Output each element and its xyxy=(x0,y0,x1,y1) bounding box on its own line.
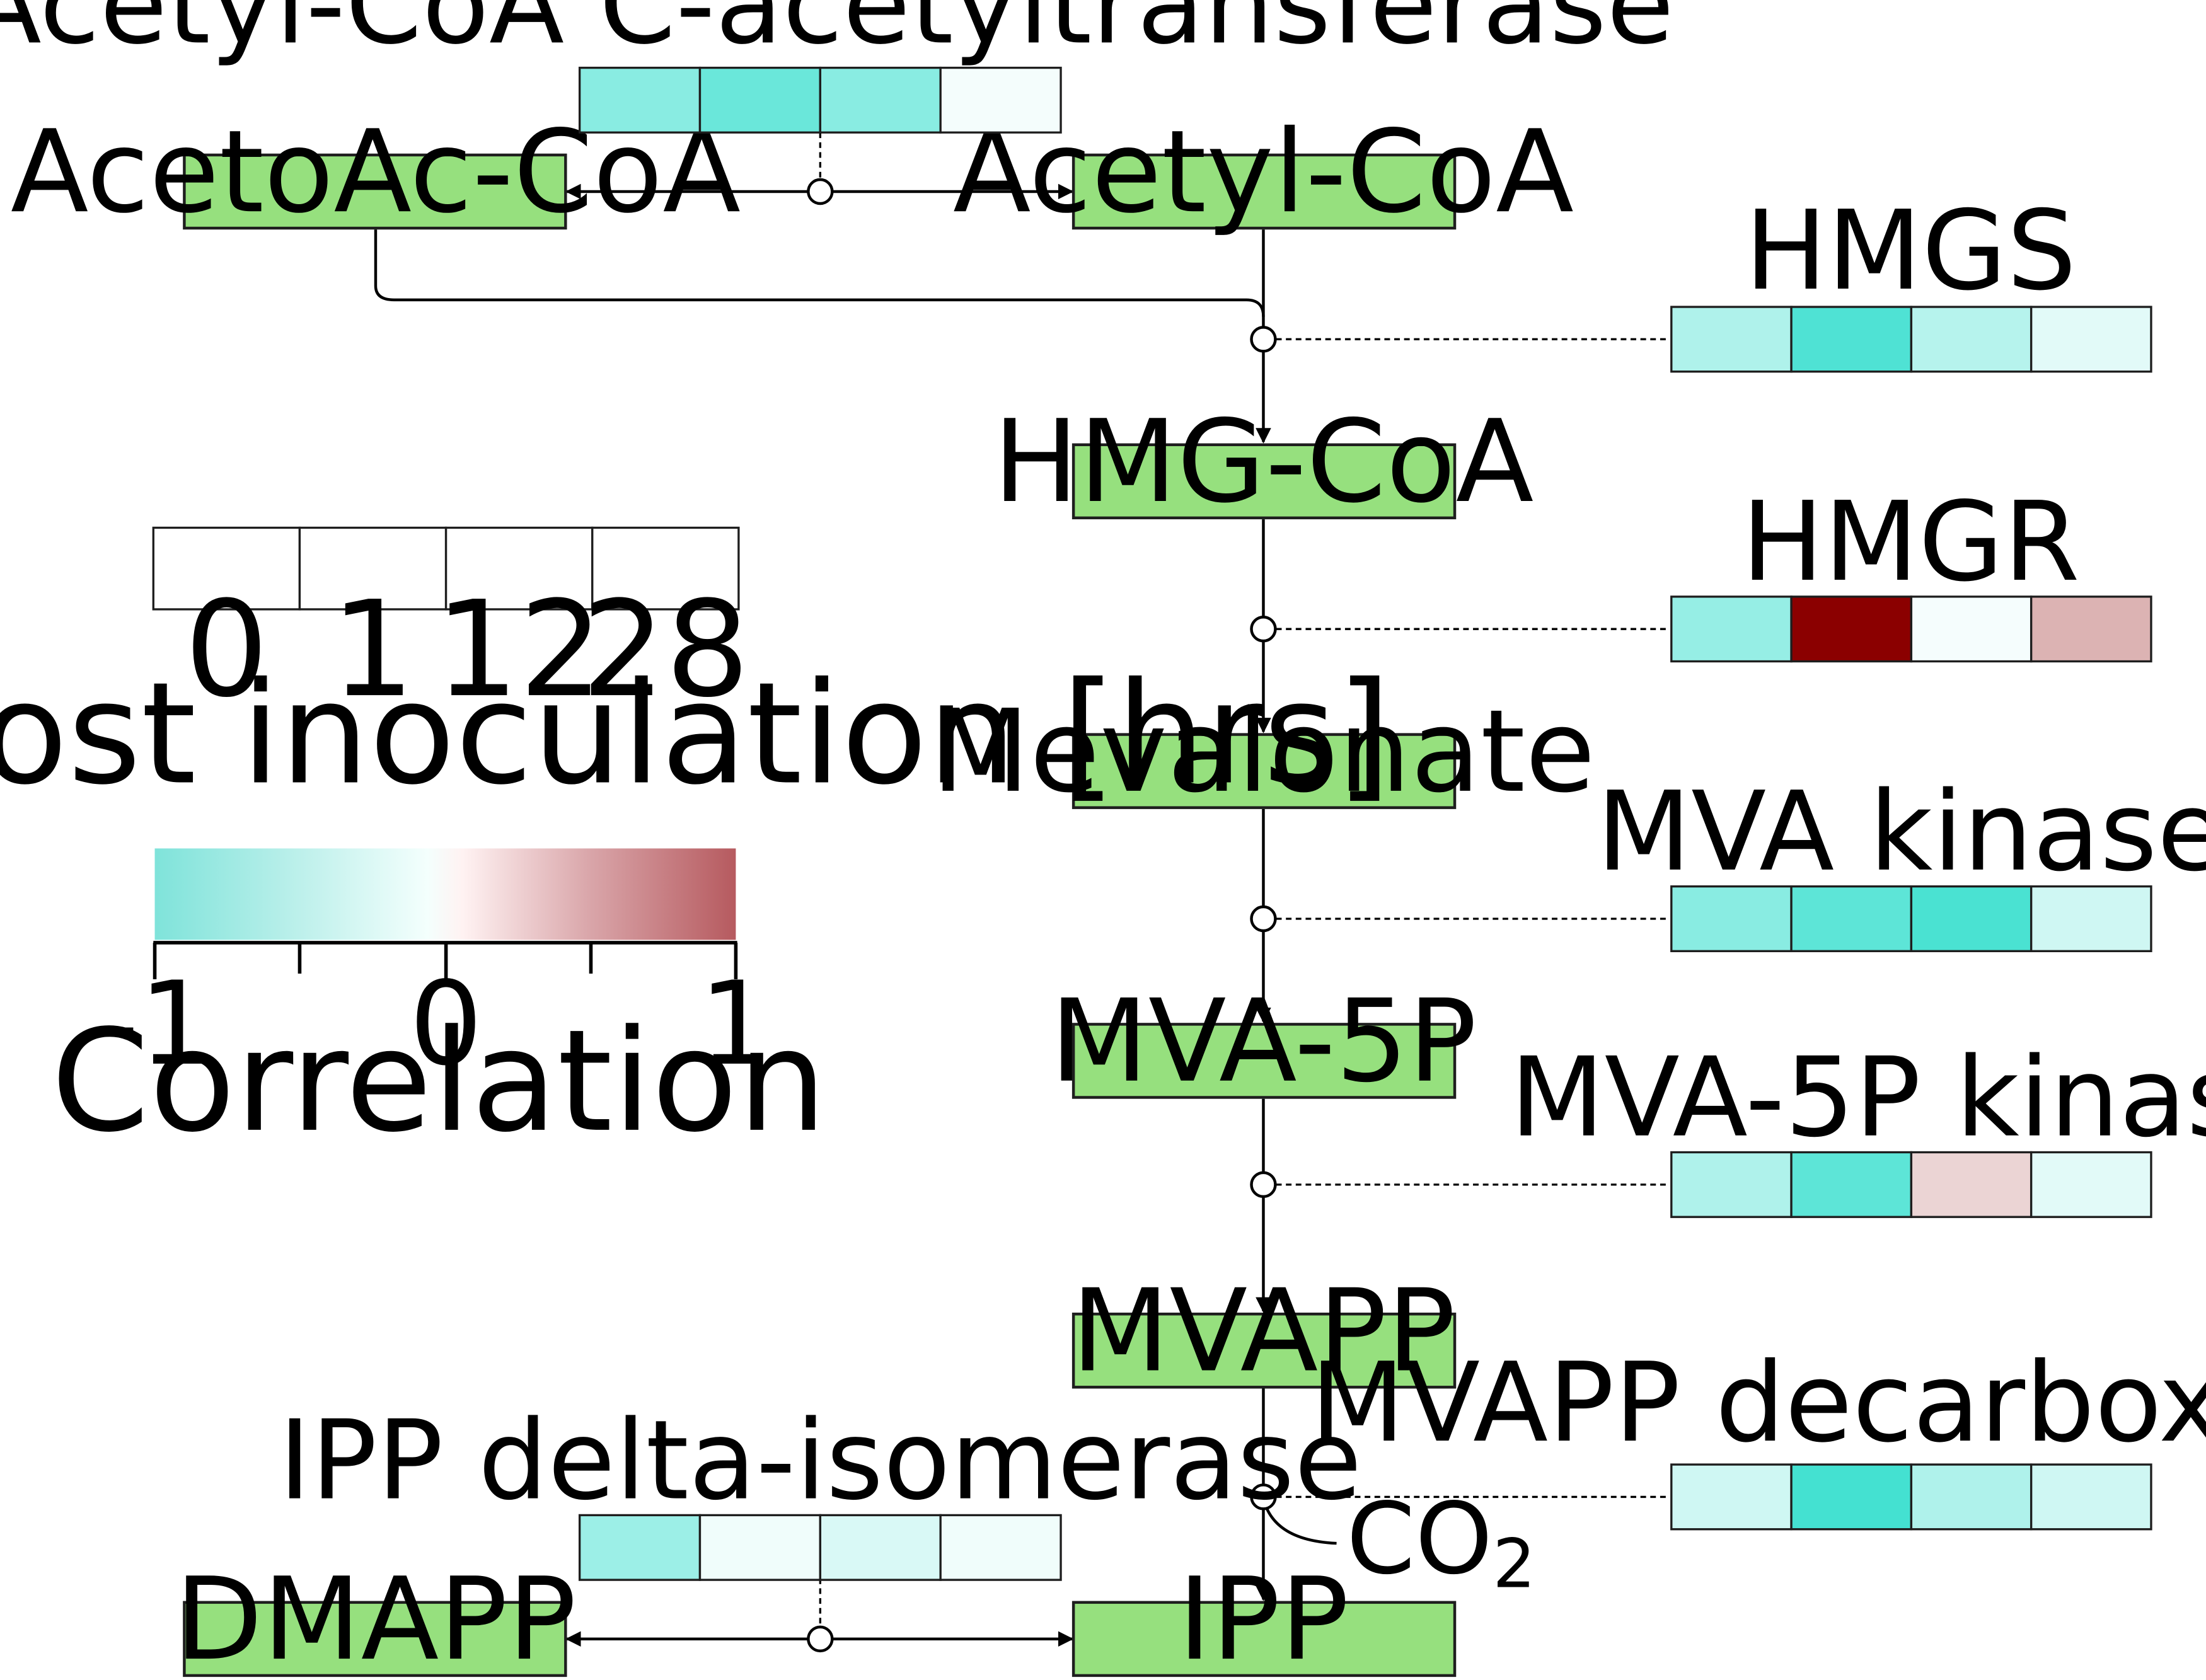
time-legend-cell-2 xyxy=(444,526,594,611)
metabolite-label: Mevalonate xyxy=(932,685,1595,818)
metabolite-label: HMG-CoA xyxy=(993,395,1534,528)
metabolite-dmapp: DMAPP xyxy=(175,1553,577,1680)
heatmap-cell-hmgs-1 xyxy=(1790,306,1913,373)
heatmap-cell-mva_kinase-0 xyxy=(1670,885,1793,953)
reaction-node-mvapp-decarboxylase xyxy=(1250,1483,1277,1510)
heatmap-cell-ipp_isomerase-3 xyxy=(939,1514,1062,1581)
correlation-color-bar xyxy=(154,848,736,940)
reaction-node-ipp-isomerase xyxy=(807,1625,834,1653)
heatmap-cell-ipp_isomerase-1 xyxy=(698,1514,822,1581)
reaction-node-mva5p-kinase xyxy=(1250,1171,1277,1199)
time-point-label: 28 xyxy=(581,573,749,727)
metabolite-mva-5p: MVA-5P xyxy=(1050,975,1477,1108)
heatmap-cell-mva5p_kinase-0 xyxy=(1670,1151,1793,1218)
reaction-acetoac-to-hmg xyxy=(374,229,1265,317)
heatmap-cell-ipp_isomerase-0 xyxy=(578,1514,702,1581)
pathway-connections xyxy=(374,132,1670,1647)
scale-tick-label: 1 xyxy=(699,957,772,1091)
time-point-label: 1 xyxy=(331,573,415,727)
time-legend-title: Time post inoculation [hrs] xyxy=(0,652,1392,815)
heatmap-cell-hmgr-0 xyxy=(1670,595,1793,663)
enzyme-label: HMGS xyxy=(1745,187,2077,315)
heatmap-cell-mvapp_decarboxylase-1 xyxy=(1790,1463,1913,1531)
heatmap-cell-acat-2 xyxy=(819,66,942,134)
heatmap-cell-acat-0 xyxy=(578,66,702,134)
metabolite-label: MVA-5P xyxy=(1050,975,1477,1108)
co2-subscript: 2 xyxy=(1493,1525,1535,1603)
heatmap-cell-mva5p_kinase-1 xyxy=(1790,1151,1913,1218)
enzyme-heatmap-mva-kinase: MVA kinase xyxy=(1597,768,2206,953)
metabolite-label: IPP xyxy=(1178,1553,1349,1680)
co2-text: CO xyxy=(1346,1482,1493,1596)
enzyme-label: IPP delta-isomerase xyxy=(279,1397,1362,1525)
heatmap-cell-mva_kinase-3 xyxy=(2030,885,2152,953)
enzyme-label: Acetyl-CoA C-acetyltransferase xyxy=(0,0,1674,69)
enzyme-label: MVA kinase xyxy=(1597,768,2206,896)
co2-label: CO2 xyxy=(1346,1482,1535,1603)
enzyme-label: MVA-5P kinase xyxy=(1510,1034,2206,1162)
heatmap-cell-ipp_isomerase-2 xyxy=(819,1514,942,1581)
scale-tick-label: 0 xyxy=(409,957,482,1091)
time-point-label: 0 xyxy=(185,573,269,727)
enzyme-label: MVAPP decarboxylase xyxy=(1310,1339,2206,1467)
metabolite-label: MVAPP xyxy=(1071,1265,1456,1398)
correlation-legend: -1 0 1 Correlation xyxy=(51,848,827,1163)
scale-tick-label: -1 xyxy=(97,957,212,1091)
scale-title: Correlation xyxy=(51,999,827,1163)
enzyme-heatmap-hmgr: HMGR xyxy=(1670,478,2152,663)
metabolite-mvapp: MVAPP xyxy=(1071,1265,1457,1398)
metabolite-hmg-coa: HMG-CoA xyxy=(993,395,1534,528)
heatmap-cell-hmgr-2 xyxy=(1910,595,2033,663)
metabolite-label: DMAPP xyxy=(175,1553,577,1680)
heatmap-cell-acat-1 xyxy=(698,66,822,134)
heatmap-cell-mvapp_decarboxylase-2 xyxy=(1910,1463,2033,1531)
heatmap-cell-mvapp_decarboxylase-0 xyxy=(1670,1463,1793,1531)
reaction-node-acat xyxy=(807,178,834,205)
enzyme-heatmap-acat: Acetyl-CoA C-acetyltransferase xyxy=(0,0,1674,134)
time-legend-cell-0 xyxy=(152,526,301,611)
reaction-node-hmgr xyxy=(1250,615,1277,643)
time-legend-cell-3 xyxy=(591,526,740,611)
heatmap-cell-mvapp_decarboxylase-3 xyxy=(2030,1463,2152,1531)
heatmap-cell-mva5p_kinase-3 xyxy=(2030,1151,2152,1218)
time-legend: 0 1 12 28 Time post inoculation [hrs] xyxy=(0,526,1392,815)
heatmap-cell-hmgs-3 xyxy=(2030,306,2152,373)
enzyme-label: HMGR xyxy=(1741,478,2080,606)
heatmap-cell-mva5p_kinase-2 xyxy=(1910,1151,2033,1218)
reaction-nodes xyxy=(807,178,1277,1653)
heatmap-cell-hmgr-1 xyxy=(1790,595,1913,663)
heatmap-cell-mva_kinase-2 xyxy=(1910,885,2033,953)
enzyme-heatmap-ipp-isomerase: IPP delta-isomerase xyxy=(279,1397,1362,1581)
heatmap-cell-hmgr-3 xyxy=(2030,595,2152,663)
metabolite-mevalonate: Mevalonate xyxy=(932,685,1595,818)
heatmap-cell-hmgs-2 xyxy=(1910,306,2033,373)
reaction-node-mva-kinase xyxy=(1250,905,1277,933)
metabolite-ipp: IPP xyxy=(1071,1553,1457,1680)
enzyme-heatmap-hmgs: HMGS xyxy=(1670,187,2152,373)
enzyme-heatmap-mva5p-kinase: MVA-5P kinase xyxy=(1510,1034,2206,1218)
time-legend-cell-1 xyxy=(298,526,448,611)
heatmap-cell-acat-3 xyxy=(939,66,1062,134)
reaction-node-hmgs xyxy=(1250,326,1277,353)
heatmap-cell-hmgs-0 xyxy=(1670,306,1793,373)
time-point-label: 12 xyxy=(435,573,603,727)
enzyme-heatmap-mvapp-decarboxylase: MVAPP decarboxylase xyxy=(1310,1339,2206,1531)
heatmap-cell-mva_kinase-1 xyxy=(1790,885,1913,953)
